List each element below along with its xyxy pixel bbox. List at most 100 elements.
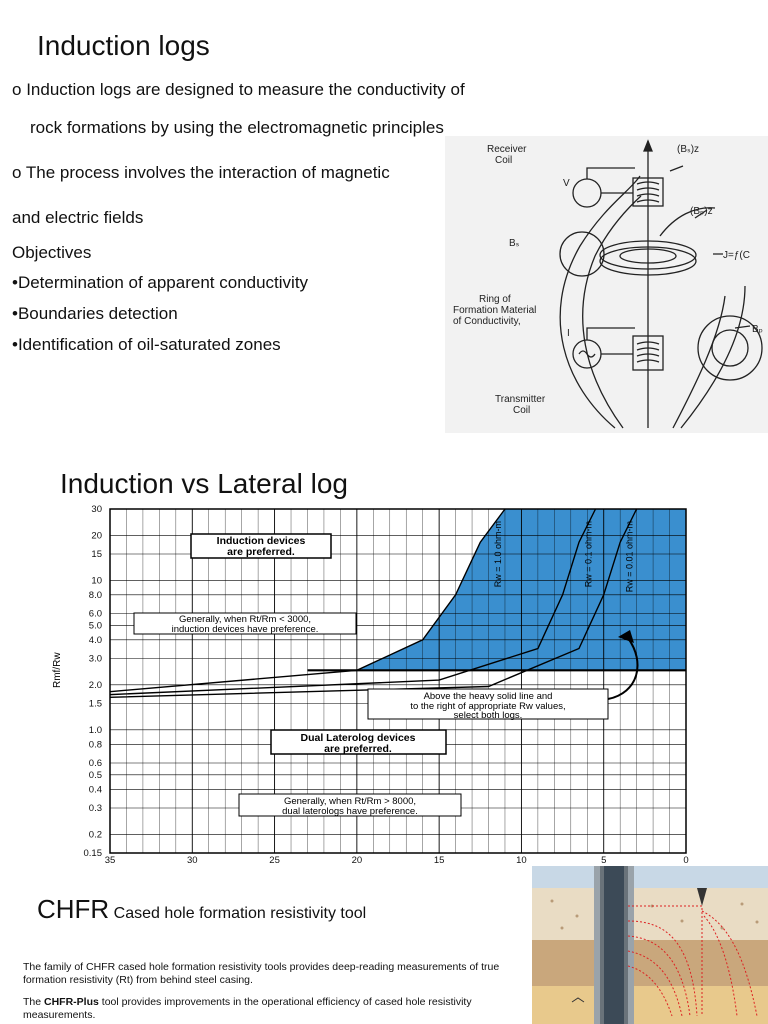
x-tick-label: 20 [352, 855, 363, 863]
y-tick-label: 0.8 [89, 739, 102, 750]
y-tick-label: 0.6 [89, 758, 102, 769]
annotation-arrow [607, 637, 639, 700]
label-ring-3: of Conductivity, [453, 316, 521, 327]
series-line [109, 508, 597, 696]
annotation-text: Generally, when Rt/Rm > 8000, [284, 796, 416, 807]
annotation-text: are preferred. [324, 743, 392, 755]
label-bs-z: (Bₛ)z [677, 144, 699, 155]
label-bp: Bₚ [752, 324, 763, 335]
field-line [672, 295, 726, 429]
label-ring-2: Formation Material [453, 305, 536, 316]
bullet-marker: o [12, 163, 22, 182]
formation-layer-clay [532, 940, 768, 986]
objectives-heading: Objectives [12, 243, 92, 262]
formation-layer-bottom [532, 986, 768, 1024]
field-line [659, 207, 716, 237]
formation-ring-inner [619, 248, 677, 264]
x-tick-label: 30 [187, 855, 198, 863]
x-tick-label: 5 [601, 855, 606, 863]
receiver-coil-windings [636, 181, 660, 203]
label-i: I [567, 328, 570, 339]
y-tick-label: 3.0 [89, 653, 102, 664]
label-bp-z: (Bₚ)z [690, 206, 713, 217]
formation-ring-top [599, 240, 697, 270]
label-receiver-coil: Coil [495, 155, 512, 166]
bp-field-loop-inner [711, 329, 749, 367]
series-line [109, 508, 638, 699]
x-tick-label: 0 [683, 855, 688, 863]
annotation-above-heavy-line: Above the heavy solid line and to the ri… [367, 688, 609, 721]
annotation-text: Dual Laterolog devices [301, 732, 416, 744]
y-tick-labels: 302015108.06.05.04.03.02.01.51.00.80.60.… [84, 504, 103, 859]
casing-wall-left [600, 866, 604, 1024]
x-tick-label: 10 [516, 855, 527, 863]
annotation-text: induction devices have preference. [172, 624, 319, 635]
field-line [680, 285, 746, 429]
induction-coil-diagram: Receiver Coil (Bₛ)z V (Bₚ)z Bₛ J=ƒ(C Rin… [445, 136, 768, 433]
arrow-head-icon [643, 139, 653, 152]
y-tick-label: 1.5 [89, 699, 102, 710]
bullet-2-line-1: o The process involves the interaction o… [12, 163, 390, 183]
transmitter-wiring [586, 327, 635, 355]
y-axis-label: Rmf/Rw [52, 652, 63, 688]
formation-layer-sand [532, 888, 768, 940]
y-tick-label: 0.15 [84, 848, 103, 859]
label-ring-1: Ring of [479, 294, 511, 305]
y-tick-label: 15 [91, 549, 102, 560]
chfr-paragraph-1: The family of CHFR cased hole formation … [23, 961, 500, 986]
series-label: Rw = 0.1 ohm-m [583, 521, 593, 587]
bullet-1-line-1: o Induction logs are designed to measure… [12, 80, 465, 100]
series-label: Rw = 1.0 ohm-m [493, 521, 503, 587]
electrode-icon [697, 888, 707, 906]
y-tick-label: 2.0 [89, 680, 102, 691]
label-receiver: Receiver [487, 144, 527, 155]
receiver-coil [632, 177, 664, 207]
bullet-1-line-2: rock formations by using the electromagn… [30, 118, 444, 137]
y-tick-label: 6.0 [89, 608, 102, 619]
zigzag-icon [571, 997, 585, 1003]
annotation-text: Induction devices [217, 535, 306, 547]
current-lines [627, 905, 758, 1017]
para2-bold: CHFR-Plus [44, 996, 99, 1008]
bullet-text: Induction logs are designed to measure t… [26, 80, 465, 99]
x-tick-label: 25 [269, 855, 280, 863]
series-label: Rw = 0.01 ohm-m [625, 521, 635, 592]
y-tick-label: 8.0 [89, 590, 102, 601]
y-tick-label: 5.0 [89, 620, 102, 631]
series-labels: Rw = 1.0 ohm-m Rw = 0.1 ohm-m Rw = 0.01 oh… [493, 521, 635, 592]
arrow-head-icon [618, 630, 634, 643]
objective-item: •Determination of apparent conductivity [12, 273, 309, 292]
x-tick-label: 15 [434, 855, 445, 863]
annotation-rt-rm-8000: Generally, when Rt/Rm > 8000, dual later… [238, 793, 462, 817]
leader-lines [669, 165, 751, 329]
chfr-title: CHFR Cased hole formation resistivity to… [37, 894, 366, 925]
diagram-background [445, 136, 768, 433]
y-tick-label: 10 [91, 575, 102, 586]
y-tick-label: 0.3 [89, 803, 102, 814]
section-title-induction-logs: Induction logs [37, 30, 210, 61]
label-transmitter-coil: Coil [513, 405, 530, 416]
formation-ring [599, 246, 697, 276]
label-bs: Bₛ [509, 238, 520, 249]
induction-lateral-chart: 302015108.06.05.04.03.02.01.51.00.80.60.… [38, 503, 768, 863]
annotation-laterolog-preferred: Dual Laterolog devices are preferred. [270, 729, 447, 755]
label-v: V [563, 178, 570, 189]
chfr-paragraph-2: The CHFR-Plus tool provides improvements… [23, 996, 528, 1022]
y-tick-label: 4.0 [89, 635, 102, 646]
annotation-text: Generally, when Rt/Rm < 3000, [179, 614, 311, 625]
para2-rest: tool provides improvements in the operat… [23, 996, 472, 1021]
bullet-marker: o [12, 80, 22, 99]
y-tick-label: 0.4 [89, 784, 102, 795]
annotation-text: to the right of appropriate Rw values, [410, 701, 565, 712]
transmitter-coil-windings [636, 341, 660, 363]
chfr-title-small: Cased hole formation resistivity tool [113, 905, 367, 922]
chfr-title-big: CHFR [37, 894, 110, 924]
chfr-tool-illustration [532, 866, 768, 1024]
field-line [559, 175, 641, 429]
x-tick-label: 35 [105, 855, 116, 863]
y-tick-label: 0.5 [89, 770, 102, 781]
objective-item: •Boundaries detection [12, 304, 178, 323]
series-line [109, 508, 506, 693]
bs-field-loop [559, 231, 605, 277]
annotation-text: are preferred. [227, 546, 295, 558]
